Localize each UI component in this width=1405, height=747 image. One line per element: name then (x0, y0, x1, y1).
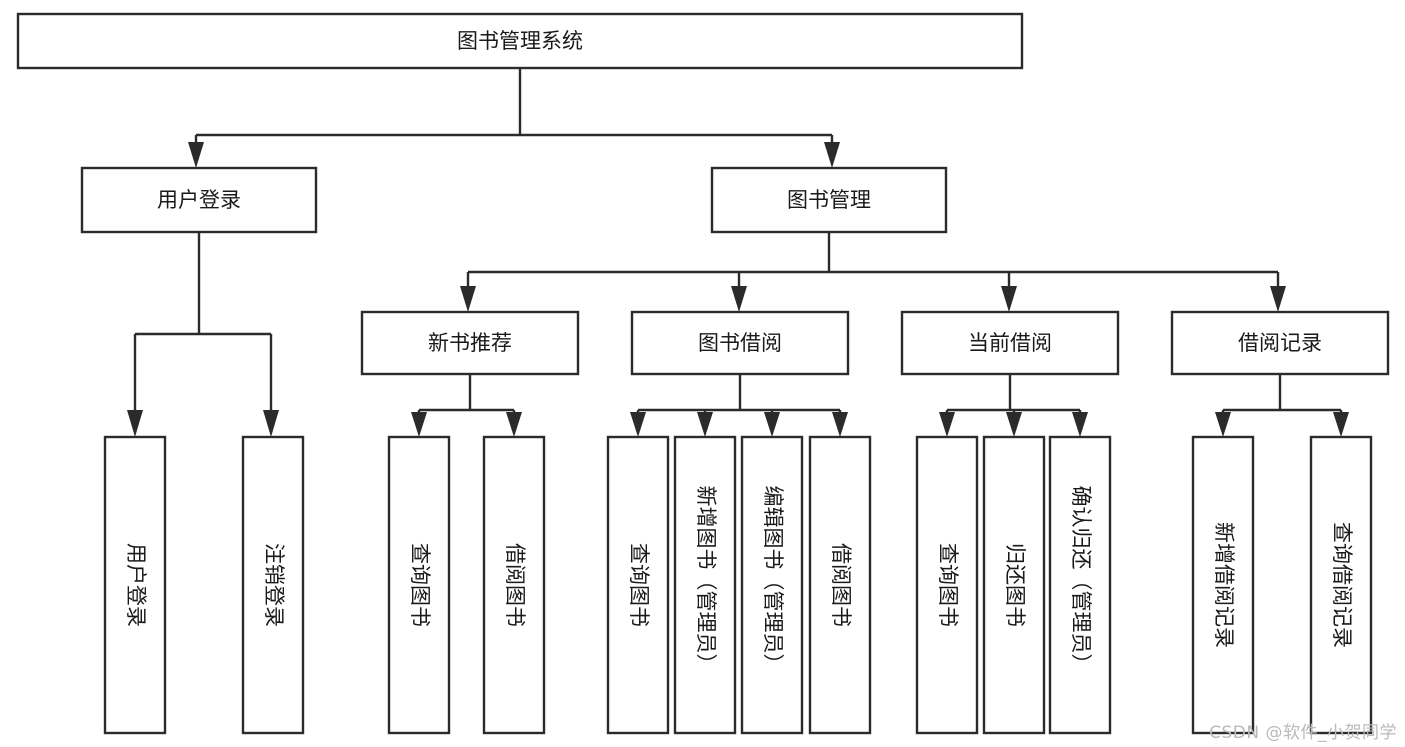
leaf-query-book-1-label: 查询图书 (408, 543, 432, 627)
connector-group-book-borrow (630, 374, 848, 437)
node-user-login[interactable]: 用户登录 (80, 166, 318, 234)
leaf-confirm-return-label: 确认归还（管理员） (1069, 486, 1093, 675)
leaf-borrow-book-1-box[interactable] (482, 435, 546, 735)
leaf-query-book-3[interactable]: 查询图书 (915, 435, 979, 735)
leaf-query-book-2-label: 查询图书 (627, 543, 651, 627)
leaf-borrow-book-2-box[interactable] (808, 435, 872, 735)
connector-group-user-login (127, 232, 279, 437)
leaf-user-login-label: 用户登录 (124, 543, 148, 627)
arrow-head-leaf-add-book (697, 412, 713, 437)
node-root[interactable]: 图书管理系统 (16, 12, 1024, 70)
leaf-borrow-book-1[interactable]: 借阅图书 (482, 435, 546, 735)
leaf-add-book[interactable]: 新增图书（管理员） (673, 435, 737, 735)
leaf-return-book-box[interactable] (982, 435, 1046, 735)
leaf-query-book-3-label: 查询图书 (936, 543, 960, 627)
arrow-head-borrow-record (1270, 286, 1286, 312)
leaf-edit-book[interactable]: 编辑图书（管理员） (740, 435, 804, 735)
arrow-head-leaf-query-record (1333, 412, 1349, 437)
node-current-borrow-label: 当前借阅 (968, 331, 1052, 355)
arrow-head-leaf-logout (263, 410, 279, 437)
arrow-head-leaf-borrow-book-2 (832, 412, 848, 437)
arrow-head-leaf-confirm-return (1072, 412, 1088, 437)
leaf-query-book-1[interactable]: 查询图书 (387, 435, 451, 735)
leaf-query-record-label: 查询借阅记录 (1330, 522, 1354, 648)
arrow-head-leaf-edit-book (764, 412, 780, 437)
leaf-borrow-book-2-label: 借阅图书 (829, 543, 853, 627)
node-borrow-record-box[interactable] (1170, 310, 1390, 376)
leaf-edit-book-label: 编辑图书（管理员） (761, 486, 785, 675)
node-book-borrow-box[interactable] (630, 310, 850, 376)
arrow-head-book-manage (824, 142, 840, 168)
leaf-query-book-1-box[interactable] (387, 435, 451, 735)
leaf-query-book-3-box[interactable] (915, 435, 979, 735)
node-book-borrow-label: 图书借阅 (698, 331, 782, 355)
node-root-box[interactable] (16, 12, 1024, 70)
node-book-manage[interactable]: 图书管理 (710, 166, 948, 234)
node-current-borrow[interactable]: 当前借阅 (900, 310, 1120, 376)
node-user-login-label: 用户登录 (157, 188, 241, 212)
leaf-user-login-box[interactable] (103, 435, 167, 735)
leaf-logout-box[interactable] (241, 435, 305, 735)
node-book-manage-box[interactable] (710, 166, 948, 234)
node-new-book-recommend-box[interactable] (360, 310, 580, 376)
leaf-borrow-book-1-label: 借阅图书 (503, 543, 527, 627)
leaf-add-book-box[interactable] (673, 435, 737, 735)
arrow-head-leaf-query-book-3 (939, 412, 955, 437)
connector-group-borrow-record (1215, 374, 1349, 437)
leaf-query-record[interactable]: 查询借阅记录 (1309, 435, 1373, 735)
node-current-borrow-box[interactable] (900, 310, 1120, 376)
arrow-head-user-login (188, 142, 204, 168)
node-book-borrow[interactable]: 图书借阅 (630, 310, 850, 376)
leaf-confirm-return-box[interactable] (1048, 435, 1112, 735)
leaf-logout-label: 注销登录 (262, 543, 286, 627)
leaf-return-book-label: 归还图书 (1003, 543, 1027, 627)
leaf-add-book-label: 新增图书（管理员） (694, 486, 718, 675)
leaf-query-book-2[interactable]: 查询图书 (606, 435, 670, 735)
node-book-manage-label: 图书管理 (787, 188, 871, 212)
leaf-add-record[interactable]: 新增借阅记录 (1191, 435, 1255, 735)
leaf-user-login[interactable]: 用户登录 (103, 435, 167, 735)
connector-group-root (188, 68, 840, 168)
arrow-head-leaf-borrow-book-1 (506, 412, 522, 437)
leaf-add-record-box[interactable] (1191, 435, 1255, 735)
node-new-book-recommend-label: 新书推荐 (428, 331, 512, 355)
leaf-edit-book-box[interactable] (740, 435, 804, 735)
arrow-head-new-book-recommend (460, 286, 476, 312)
leaf-add-record-label: 新增借阅记录 (1212, 522, 1236, 648)
connector-group-book-manage (460, 232, 1286, 312)
node-new-book-recommend[interactable]: 新书推荐 (360, 310, 580, 376)
arrow-head-leaf-query-book-1 (411, 412, 427, 437)
leaf-borrow-book-2[interactable]: 借阅图书 (808, 435, 872, 735)
leaf-logout[interactable]: 注销登录 (241, 435, 305, 735)
leaf-confirm-return[interactable]: 确认归还（管理员） (1048, 435, 1112, 735)
arrow-head-leaf-add-record (1215, 412, 1231, 437)
connector-group-new-book-recommend (411, 374, 522, 437)
arrow-head-book-borrow (731, 286, 747, 312)
connector-group-current-borrow (939, 374, 1088, 437)
node-borrow-record-label: 借阅记录 (1238, 331, 1322, 355)
leaf-query-record-box[interactable] (1309, 435, 1373, 735)
arrow-head-leaf-return-book (1006, 412, 1022, 437)
leaf-query-book-2-box[interactable] (606, 435, 670, 735)
arrow-head-leaf-query-book-2 (630, 412, 646, 437)
leaf-return-book[interactable]: 归还图书 (982, 435, 1046, 735)
arrow-head-current-borrow (1001, 286, 1017, 312)
node-borrow-record[interactable]: 借阅记录 (1170, 310, 1390, 376)
node-root-label: 图书管理系统 (457, 29, 583, 53)
arrow-head-leaf-user-login (127, 410, 143, 437)
